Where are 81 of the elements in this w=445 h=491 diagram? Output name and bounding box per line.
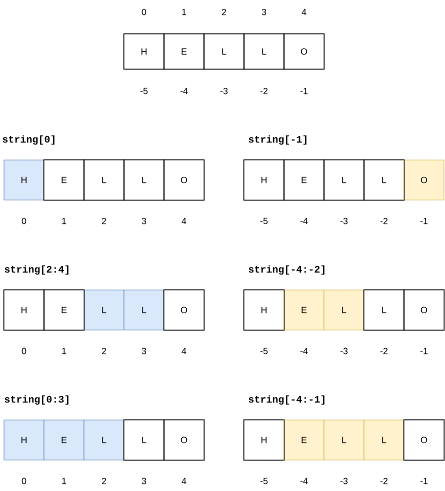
slice-expression: string[-4:-1]	[248, 395, 324, 405]
slice-expression: string[2:4]	[4, 265, 68, 275]
index-number: -1	[420, 348, 428, 354]
index-number: 0	[22, 478, 26, 484]
letter-cell: L	[124, 290, 164, 330]
index-number: 4	[302, 8, 306, 16]
index-number: 2	[102, 478, 106, 484]
index-number: -4	[300, 218, 308, 224]
letter-cell: H	[244, 420, 284, 460]
index-number: 3	[142, 348, 146, 354]
index-number: 2	[222, 8, 226, 16]
index-number: -5	[260, 478, 268, 484]
index-number: -1	[300, 88, 308, 94]
letter-cell: O	[404, 420, 444, 460]
letter-cell: O	[404, 290, 444, 330]
index-number: -2	[380, 348, 388, 354]
index-number: -2	[380, 218, 388, 224]
index-number: -2	[380, 478, 388, 484]
letter-cell: E	[284, 290, 324, 330]
letter-cell: L	[324, 420, 364, 460]
letter-cell: H	[4, 160, 44, 200]
index-number: -3	[340, 218, 348, 224]
letter-cell: L	[124, 160, 164, 200]
index-number: 1	[182, 8, 186, 16]
index-number: 3	[142, 478, 146, 484]
index-number: -3	[220, 88, 228, 94]
letter-cell: E	[284, 420, 324, 460]
index-number: 0	[22, 348, 26, 354]
index-number: 4	[182, 478, 186, 484]
index-number: 1	[62, 218, 66, 224]
slice-expression: string[0:3]	[4, 395, 68, 405]
letter-cell: E	[44, 160, 84, 200]
letter-cell: O	[404, 160, 444, 200]
slice-expression: string[-4:-2]	[248, 265, 324, 275]
index-number: -3	[340, 348, 348, 354]
letter-cell: H	[124, 34, 164, 70]
index-number: -4	[300, 478, 308, 484]
index-number: 0	[142, 8, 146, 16]
index-number: -5	[140, 88, 148, 94]
letter-cell: H	[4, 420, 44, 460]
index-number: 4	[182, 218, 186, 224]
index-number: -4	[180, 88, 188, 94]
slice-expression: string[0]	[2, 135, 54, 145]
letter-cell: L	[364, 420, 404, 460]
index-number: -4	[300, 348, 308, 354]
letter-cell: O	[164, 290, 204, 330]
letter-cell: L	[84, 290, 124, 330]
letter-cell: H	[4, 290, 44, 330]
letter-cell: E	[44, 290, 84, 330]
letter-cell: L	[244, 34, 284, 70]
letter-cell: L	[324, 290, 364, 330]
slice-expression: string[-1]	[248, 135, 306, 145]
index-number: 3	[142, 218, 146, 224]
index-number: 2	[102, 348, 106, 354]
index-number: 3	[262, 8, 266, 16]
letter-cell: H	[244, 160, 284, 200]
letter-cell: L	[324, 160, 364, 200]
index-number: -5	[260, 218, 268, 224]
index-number: -3	[340, 478, 348, 484]
letter-cell: L	[84, 420, 124, 460]
index-number: 2	[102, 218, 106, 224]
index-number: -5	[260, 348, 268, 354]
letter-cell: O	[164, 420, 204, 460]
letter-cell: L	[364, 290, 404, 330]
index-number: 1	[62, 348, 66, 354]
index-number: 4	[182, 348, 186, 354]
letter-cell: E	[164, 34, 204, 70]
letter-cell: L	[84, 160, 124, 200]
letter-cell: H	[244, 290, 284, 330]
index-number: -1	[420, 478, 428, 484]
letter-cell: L	[204, 34, 244, 70]
index-number: 1	[62, 478, 66, 484]
index-number: -2	[260, 88, 268, 94]
letter-cell: O	[164, 160, 204, 200]
letter-cell: O	[284, 34, 324, 70]
letter-cell: E	[284, 160, 324, 200]
letter-cell: L	[364, 160, 404, 200]
index-number: -1	[420, 218, 428, 224]
letter-cell: E	[44, 420, 84, 460]
letter-cell: L	[124, 420, 164, 460]
index-number: 0	[22, 218, 26, 224]
